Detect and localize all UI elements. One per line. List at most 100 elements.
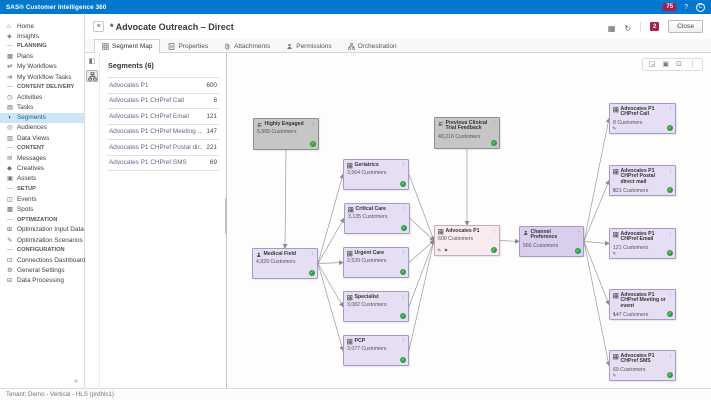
people-icon (438, 121, 444, 127)
alert-count-badge[interactable]: 2 (650, 22, 660, 31)
overview-icon[interactable]: ◲ (648, 61, 656, 68)
node-menu-button[interactable]: ⋮ (400, 161, 406, 167)
approved-check-icon: ✓ (666, 249, 673, 256)
node-menu-button[interactable]: ⋮ (491, 119, 497, 125)
sidebar-item-my-workflow-tasks[interactable]: ⇉My Workflow Tasks (0, 72, 84, 82)
segment-node-medical-field[interactable]: Medical Field⋮4,829 Customers✓ (252, 248, 318, 279)
approved-check-icon: ✓ (308, 269, 315, 276)
node-menu-button[interactable]: ⋮ (667, 291, 673, 297)
pencil-icon[interactable]: ✎ (612, 187, 617, 193)
segment-node-critical-care[interactable]: Critical Care⋮3,135 Customers✓ (344, 203, 410, 234)
user-avatar[interactable]: C (696, 2, 705, 12)
node-menu-button[interactable]: ⋮ (400, 249, 406, 255)
sidebar-item-tasks[interactable]: ▤Tasks (0, 103, 84, 113)
node-menu-button[interactable]: ⋮ (491, 227, 497, 233)
segment-node-chpref-meeting[interactable]: Advocates P1 CHPref Meeting or event⋮147… (609, 289, 676, 320)
segment-node-urgent-care[interactable]: Urgent Care⋮2,539 Customers✓ (343, 247, 409, 278)
segment-hierarchy-button[interactable] (86, 70, 98, 82)
sidebar-item-activities[interactable]: ◷Activities (0, 92, 84, 102)
sidebar-item-events[interactable]: ◫Events (0, 194, 84, 204)
segment-node-specialist[interactable]: Specialist⋮3,082 Customers✓ (343, 291, 409, 322)
close-button[interactable]: Close (668, 20, 703, 33)
window-icon[interactable]: ▦ (607, 23, 616, 33)
sidebar-item-label: Assets (17, 175, 37, 183)
node-title: Advocates P1 CHPref Postal direct mail (620, 167, 656, 186)
segment-node-highly-engaged[interactable]: Highly Engaged⋮5,565 Customers✓ (253, 118, 319, 150)
pencil-icon[interactable]: ✎ (437, 247, 442, 253)
node-count: 221 Customers (613, 187, 649, 194)
segment-map-canvas[interactable]: ◲ ▣ ⊡ ⋮ Highly Engaged⋮5,565 Customers✓ Prev… (227, 53, 711, 388)
segment-node-geriatrics[interactable]: Geriatrics⋮3,564 Customers✓ (343, 159, 409, 190)
sidebar-item-assets[interactable]: ▣Assets (0, 174, 84, 184)
save-icon[interactable]: ⊡ (676, 61, 682, 68)
sidebar-collapse-button[interactable]: « (73, 376, 78, 385)
more-icon[interactable]: ⋮ (689, 61, 696, 68)
segment-node-channel-preference[interactable]: Channel Preference⋮566 Customers✓ (519, 226, 584, 257)
node-header: Advocates P1 CHPref SMS (613, 353, 672, 366)
document-menu-icon[interactable]: ≡ (93, 21, 104, 32)
tab-label: Attachments (234, 42, 271, 50)
tab-segment-map[interactable]: Segment Map (94, 39, 161, 53)
flag-icon[interactable]: ⚑ (443, 247, 448, 253)
sidebar-item-optimization-scenarios[interactable]: ✎Optimization Scenarios (0, 235, 84, 245)
tab-label: Properties (178, 42, 209, 50)
tab-properties[interactable]: Properties (160, 39, 216, 52)
sidebar-item-optimization-input-data[interactable]: ⊞Optimization Input Data (0, 225, 84, 235)
node-menu-button[interactable]: ⋮ (309, 250, 315, 256)
segment-node-chpref-call[interactable]: Advocates P1 CHPref Call⋮8 Customers✎✓ (609, 103, 676, 134)
segment-node-chpref-postal[interactable]: Advocates P1 CHPref Postal direct mail ⋮ 2… (609, 165, 676, 196)
sidebar-item-home[interactable]: ⌂Home (0, 21, 84, 31)
section-dash-icon: — (7, 216, 13, 223)
notification-count-badge[interactable]: 75 (663, 3, 677, 11)
copy-icon[interactable]: ▣ (662, 61, 670, 68)
sidebar-item-segments[interactable]: ◑Segments (0, 112, 84, 123)
sidebar-item-spots[interactable]: ▩Spots (0, 204, 84, 214)
panel-scrollbar[interactable] (225, 198, 228, 234)
collapse-panel-icon[interactable]: ◧ (88, 58, 96, 65)
segment-node-advocates-p1[interactable]: Advocates P1⋮600 Customers✎⚑✓ (434, 225, 500, 256)
node-menu-button[interactable]: ⋮ (575, 228, 581, 234)
tab-attachments[interactable]: Attachments (216, 39, 278, 52)
segment-row-advocates-p1-chpref-postal-dir[interactable]: Advocates P1 CHPref Postal dir...221 (107, 140, 219, 156)
segment-row-advocates-p1-chpref-meeting[interactable]: Advocates P1 CHPref Meeting ...147 (107, 125, 219, 140)
approved-check-icon: ✓ (399, 312, 406, 319)
segment-node-pcp[interactable]: PCP⋮3,077 Customers✓ (343, 335, 409, 366)
tab-permissions[interactable]: Permissions (278, 39, 339, 52)
pencil-icon[interactable]: ✎ (612, 125, 617, 131)
node-menu-button[interactable]: ⋮ (667, 167, 673, 173)
sidebar-item-messages[interactable]: ✉Messages (0, 153, 84, 163)
node-menu-button[interactable]: ⋮ (400, 293, 406, 299)
tab-orchestration[interactable]: Orchestration (340, 39, 405, 52)
node-footer-icons: ✎⚑ (438, 248, 448, 254)
refresh-icon[interactable]: ↻ (624, 23, 632, 33)
segment-node-prev-clinical-trial[interactable]: Previous Clinical Trial Feedback⋮49,216 … (434, 117, 500, 149)
help-icon[interactable]: ? (684, 3, 688, 11)
sidebar-item-data-views[interactable]: ▥Data Views (0, 133, 84, 143)
node-header: Advocates P1 CHPref Email (613, 231, 672, 244)
sidebar-item-general-settings[interactable]: ⚙General Settings (0, 266, 84, 276)
node-menu-button[interactable]: ⋮ (667, 352, 673, 358)
sidebar-item-insights[interactable]: ◈Insights (0, 31, 84, 41)
pencil-icon[interactable]: ✎ (612, 250, 617, 256)
node-menu-button[interactable]: ⋮ (667, 105, 673, 111)
pencil-icon[interactable]: ✎ (612, 372, 617, 378)
pencil-icon[interactable]: ✎ (612, 311, 617, 317)
sidebar-item-my-workflows[interactable]: ⇄My Workflows (0, 62, 84, 72)
sidebar-item-connections-dashboard[interactable]: ⊡Connections Dashboard (0, 255, 86, 265)
sidebar-item-creatives[interactable]: ◆Creatives (0, 164, 84, 174)
node-menu-button[interactable]: ⋮ (667, 230, 673, 236)
grid-icon (613, 107, 619, 113)
nav-section-label: CONFIGURATION (17, 247, 65, 254)
node-menu-button[interactable]: ⋮ (310, 120, 316, 126)
segment-node-chpref-email[interactable]: Advocates P1 CHPref Email⋮121 Customers✎… (609, 228, 676, 259)
node-menu-button[interactable]: ⋮ (400, 337, 406, 343)
node-menu-button[interactable]: ⋮ (401, 205, 407, 211)
segment-node-chpref-sms[interactable]: Advocates P1 CHPref SMS⋮69 Customers✎✓ (609, 350, 676, 381)
sidebar-item-audiences[interactable]: ◎Audiences (0, 123, 84, 133)
sidebar-item-data-processing[interactable]: ⊟Data Processing (0, 276, 84, 286)
sidebar-item-plans[interactable]: ▦Plans (0, 52, 84, 62)
